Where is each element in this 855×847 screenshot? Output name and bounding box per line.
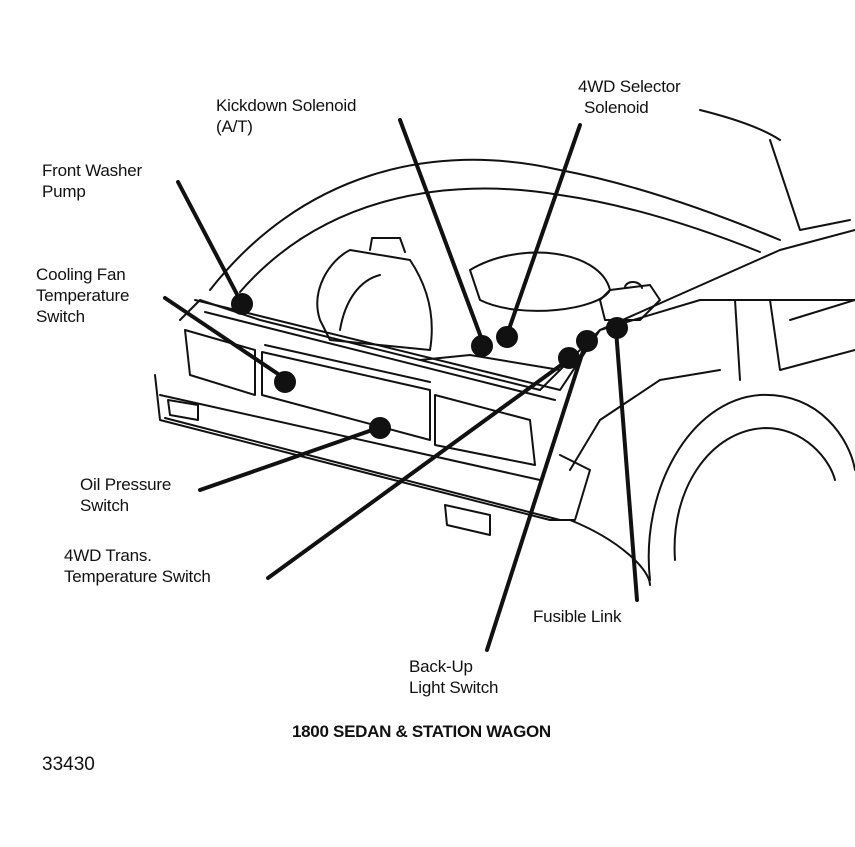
label-line: Temperature Switch (64, 567, 211, 586)
label-line: Temperature (36, 286, 130, 305)
label-line: 4WD Selector (578, 77, 681, 96)
air-cleaner (469, 251, 611, 312)
diagram-caption: 1800 SEDAN & STATION WAGON (292, 722, 551, 741)
label-line: Solenoid (584, 98, 649, 117)
label-fusible-link: Fusible Link (533, 606, 622, 627)
leader-oil-pressure-switch (198, 426, 380, 492)
dot-selector-solenoid (496, 326, 518, 348)
left-fog-light (167, 399, 199, 421)
reservoir-tank (599, 284, 661, 321)
label-line: Front Washer (42, 161, 142, 180)
leader-selector-solenoid (506, 123, 582, 334)
leader-trans-temp-switch (266, 358, 570, 580)
dot-backup-light-switch (576, 330, 598, 352)
front-bumper (154, 374, 591, 521)
label-kickdown-solenoid: Kickdown Solenoid (A/T) (216, 95, 356, 137)
leader-kickdown-solenoid (398, 118, 484, 342)
hood-outline (209, 158, 781, 291)
grille (261, 351, 431, 441)
dot-front-washer-pump (231, 293, 253, 315)
dot-kickdown-solenoid (471, 335, 493, 357)
label-cooling-fan-switch: Cooling Fan Temperature Switch (36, 264, 129, 327)
right-fog-light (444, 504, 491, 536)
label-line: Back-Up (409, 657, 473, 676)
leader-front-washer-pump (176, 180, 242, 302)
windshield-edge (769, 139, 851, 231)
right-headlight (434, 394, 536, 466)
label-selector-solenoid: 4WD Selector Solenoid (578, 76, 681, 118)
label-trans-temp-switch: 4WD Trans. Temperature Switch (64, 545, 211, 587)
label-line: Switch (80, 496, 129, 515)
label-line: Fusible Link (533, 607, 622, 626)
label-front-washer-pump: Front Washer Pump (42, 160, 142, 202)
front-wheel (647, 393, 855, 581)
label-line: Cooling Fan (36, 265, 126, 284)
label-line: Pump (42, 182, 86, 201)
dot-cooling-fan-switch (274, 371, 296, 393)
engine-block (316, 249, 433, 351)
left-headlight (184, 329, 256, 396)
figure-number: 33430 (42, 754, 95, 775)
label-line: (A/T) (216, 117, 253, 136)
label-line: Switch (36, 307, 85, 326)
dot-oil-pressure-switch (369, 417, 391, 439)
label-backup-light-switch: Back-Up Light Switch (409, 656, 498, 698)
leader-backup-light-switch (485, 343, 587, 652)
leader-cooling-fan-switch (163, 296, 286, 380)
right-fender (539, 299, 855, 391)
label-line: 4WD Trans. (64, 546, 152, 565)
dot-trans-temp-switch (558, 347, 580, 369)
label-line: Kickdown Solenoid (216, 96, 357, 115)
label-oil-pressure-switch: Oil Pressure Switch (80, 474, 171, 516)
label-line: Light Switch (409, 678, 499, 697)
leader-fusible-link (614, 328, 639, 602)
hood-inner-edge (239, 187, 761, 293)
dot-fusible-link (606, 317, 628, 339)
front-fascia (179, 299, 541, 391)
label-line: Oil Pressure (80, 475, 172, 494)
